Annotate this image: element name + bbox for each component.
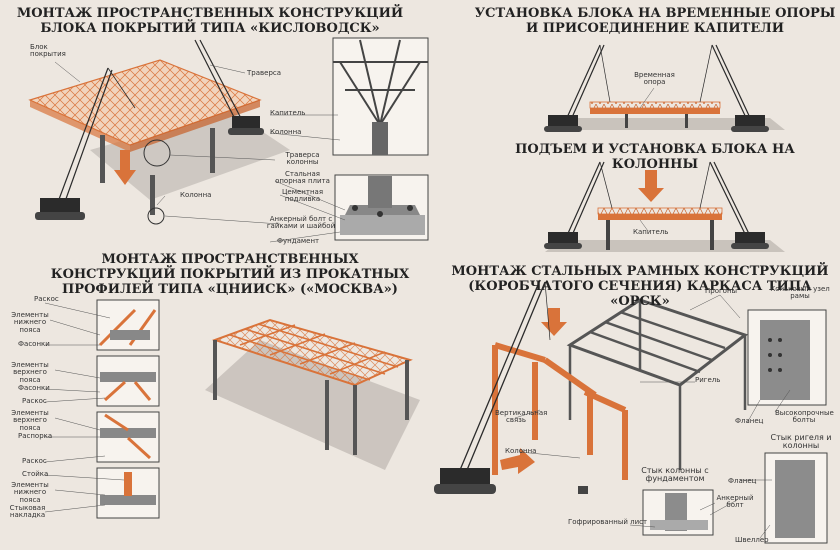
label-column-traverse: Траверса колонны (285, 151, 320, 167)
label-post: Стойка (22, 470, 49, 478)
label-cement-bed: Цементная подливка (281, 188, 324, 204)
label-upper-chord-2: Элементы верхнего пояса (11, 409, 49, 432)
label-block: Блок покрытия (30, 43, 66, 59)
base-detail (334, 174, 429, 241)
label-brace-1: Раскос (34, 295, 59, 303)
tsniisk-leaders (44, 302, 125, 513)
label-corrugated-sheet: Гофрированный лист (568, 518, 648, 526)
label-girder: Ригель (695, 376, 721, 384)
label-column-lower: Колонна (180, 191, 212, 199)
title-orsk: МОНТАЖ СТАЛЬНЫХ РАМНЫХ КОНСТРУКЦИЙ (КОРО… (451, 264, 829, 309)
label-foundation: Фундамент (277, 237, 320, 245)
label-anchor-bolt: Анкерный болт с гайками и шайбой (266, 215, 336, 231)
orsk-leaders (514, 294, 791, 539)
label-orsk-anchor-bolt: Анкерный болт (716, 494, 754, 510)
label-lower-chord-1: Элементы нижнего пояса (11, 311, 49, 334)
label-ridge-node: Коньковый узел рамы (770, 285, 830, 301)
orsk-frame-gray (566, 298, 749, 470)
orsk-frame-orange (492, 308, 628, 480)
label-column-foundation-joint: Стык колонны с фундаментом (641, 466, 709, 484)
title-tsniisk: МОНТАЖ ПРОСТРАНСТВЕННЫХ КОНСТРУКЦИЙ ПОКР… (50, 252, 410, 297)
label-splice: Стыковая накладка (9, 504, 46, 520)
label-hs-bolts: Высокопрочные болты (775, 409, 834, 425)
orsk-details (578, 309, 828, 544)
temp-supports-scene (544, 44, 785, 132)
tsniisk-scene (205, 318, 420, 470)
title-lift-columns: ПОДЪЕМ И УСТАНОВКА БЛОКА НА КОЛОННЫ (515, 142, 795, 172)
tsniisk-details (96, 299, 160, 519)
label-upper-chord-1: Элементы верхнего пояса (11, 361, 49, 384)
label-capital: Капитель (270, 109, 306, 117)
label-flange-1: Фланец (735, 417, 764, 425)
label-flange-2: Фланец (728, 477, 757, 485)
label-vertical-brace: Вертикальная связь (495, 409, 548, 425)
label-traverse: Траверса (247, 69, 282, 77)
label-channel: Швеллер (735, 536, 769, 544)
label-gusset-1: Фасонки (18, 340, 50, 348)
kislovodsk-scene (28, 39, 290, 225)
label-lift-capital: Капитель (633, 228, 669, 236)
label-strut: Распорка (18, 432, 53, 440)
label-base-plate: Стальная опорная плита (275, 170, 330, 186)
label-lower-chord-2: Элементы нижнего пояса (11, 481, 49, 504)
label-girder-column-joint: Стык ригеля и колонны (770, 433, 832, 451)
title-kislovodsk: МОНТАЖ ПРОСТРАНСТВЕННЫХ КОНСТРУКЦИЙ БЛОК… (16, 6, 404, 36)
orsk-crane (434, 279, 551, 494)
label-purlins: Прогоны (705, 287, 738, 295)
title-temp-supports: УСТАНОВКА БЛОКА НА ВРЕМЕННЫЕ ОПОРЫ И ПРИ… (474, 6, 836, 36)
lift-columns-scene (544, 161, 785, 252)
label-gusset-2: Фасонки (18, 384, 50, 392)
label-temp-support: Временная опора (634, 71, 675, 87)
label-brace-3: Раскос (22, 457, 47, 465)
label-brace-2: Раскос (22, 397, 47, 405)
kislovodsk-leaders (54, 61, 346, 243)
capital-detail (332, 37, 429, 156)
label-column: Колонна (270, 128, 302, 136)
label-orsk-column: Колонна (505, 447, 537, 455)
